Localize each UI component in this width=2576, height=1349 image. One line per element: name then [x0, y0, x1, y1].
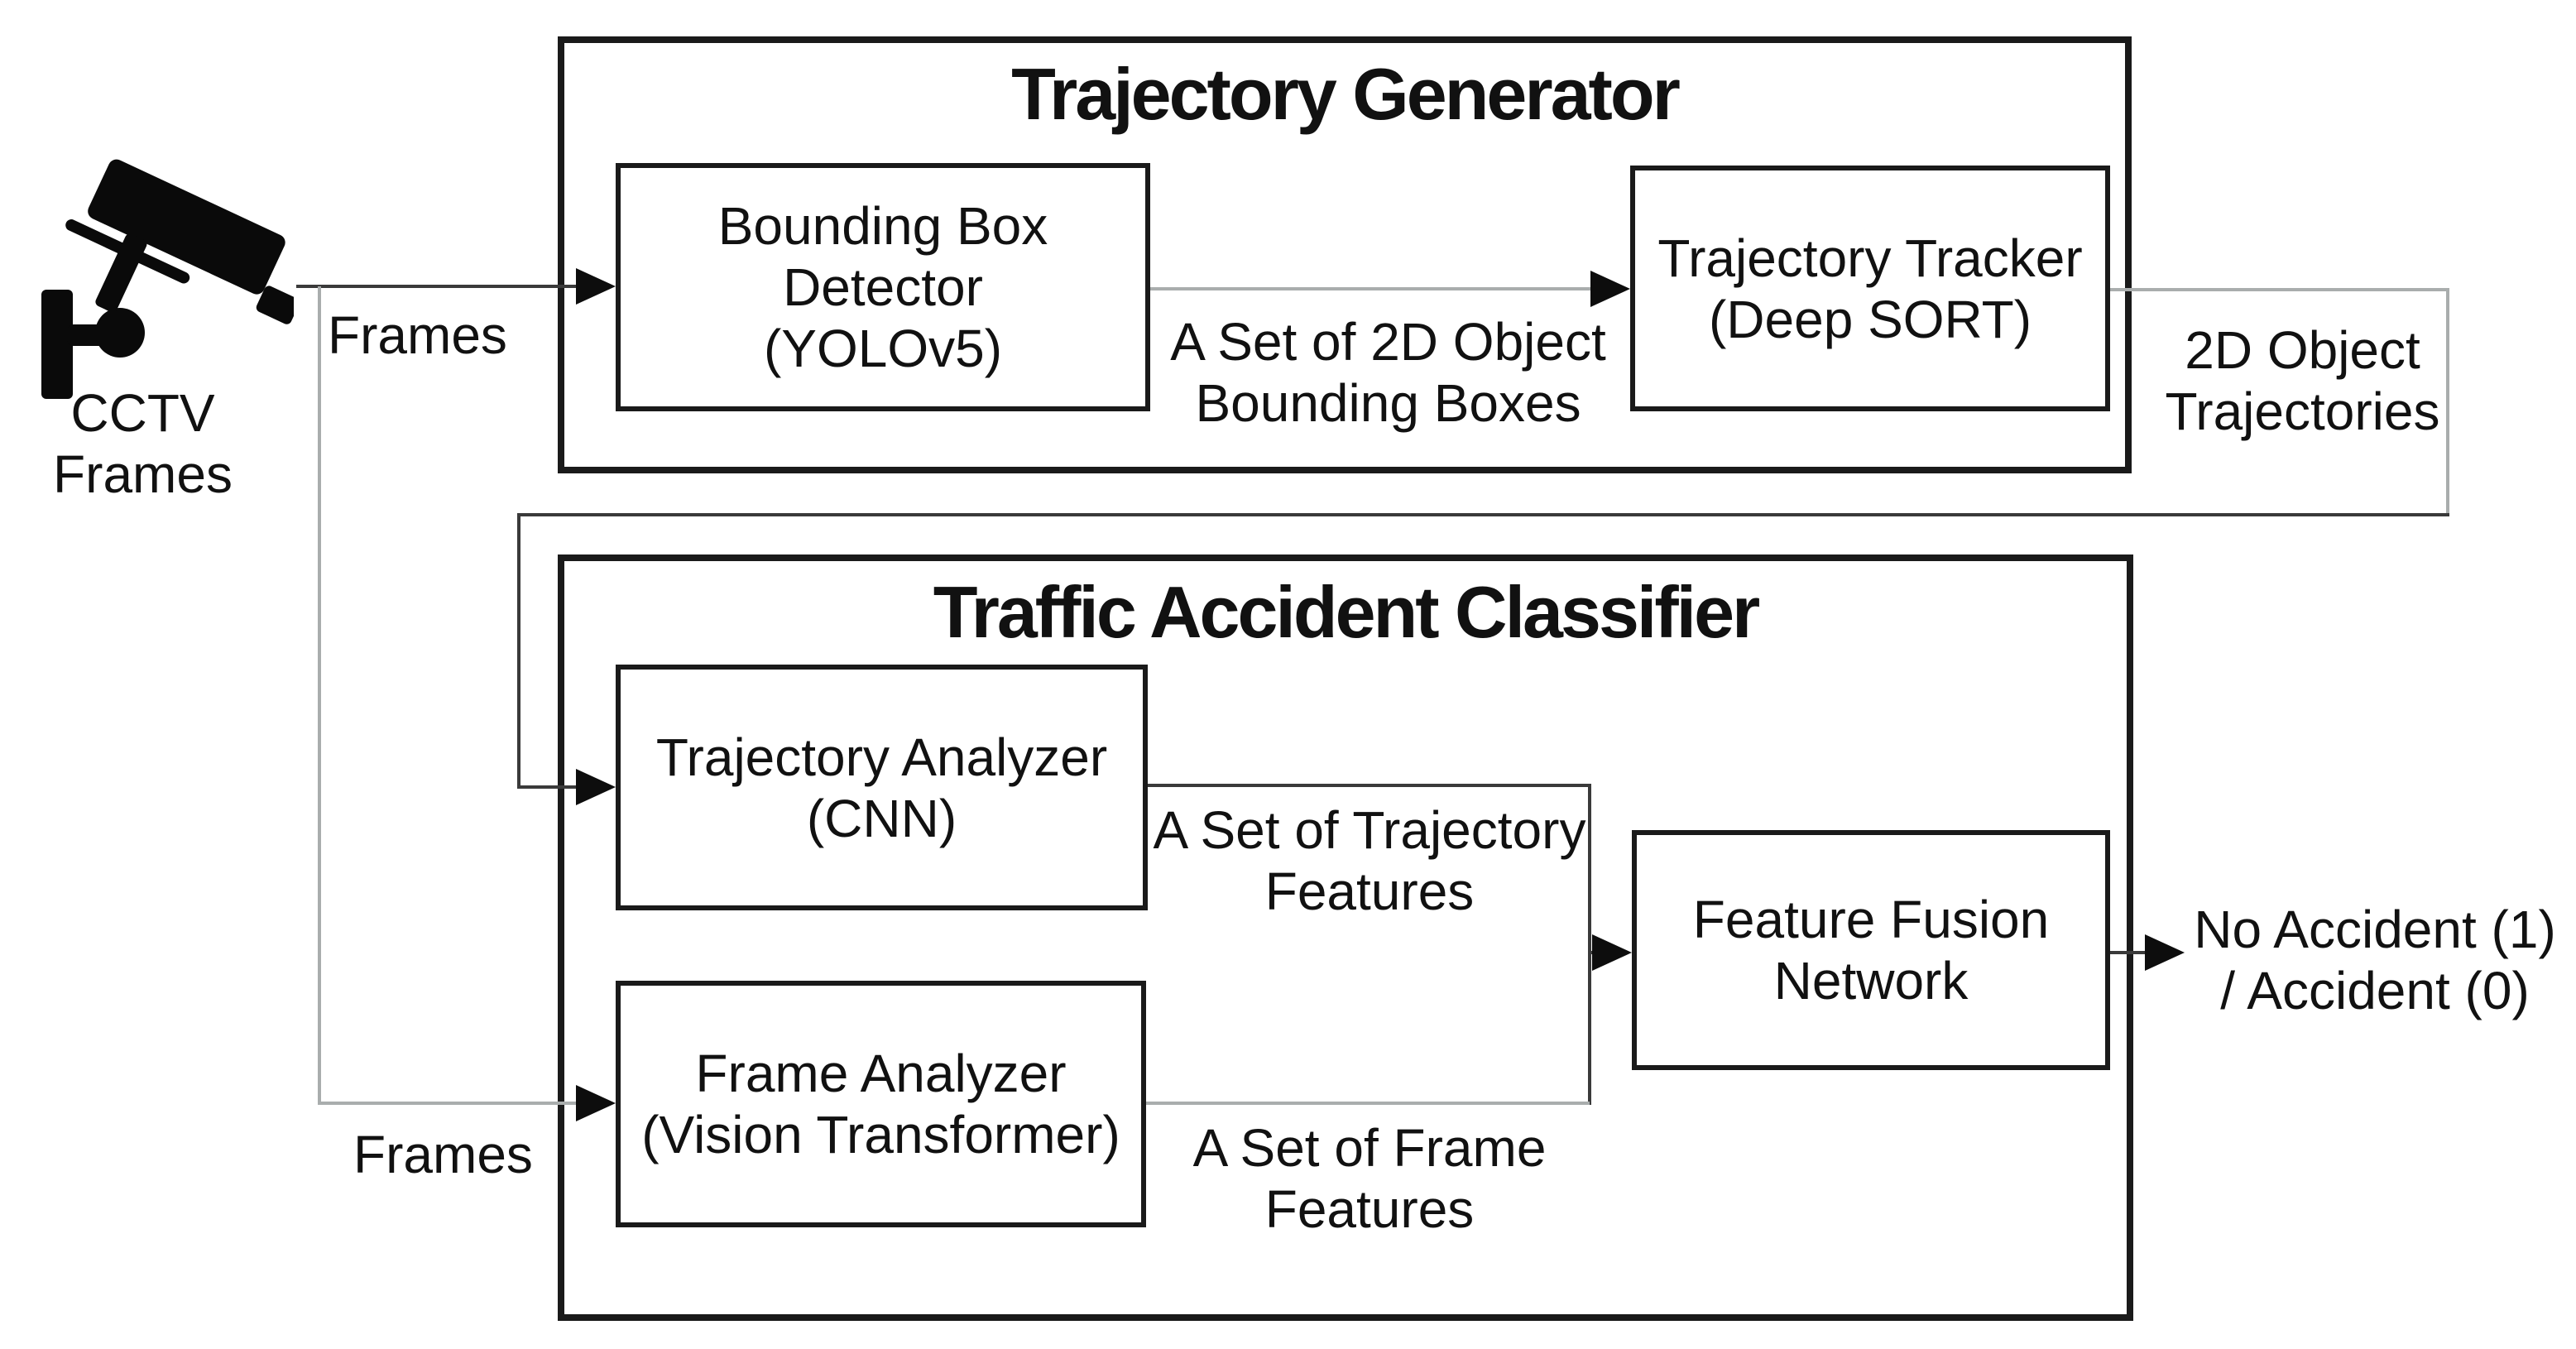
- trajectory-features-label: A Set of Trajectory Features: [1150, 799, 1589, 922]
- feature-fusion-network-label-1: Feature Fusion: [1692, 890, 2050, 949]
- edge-frame-features-h: [1146, 1102, 1590, 1105]
- arrowhead-into-detector: [576, 268, 616, 305]
- trajectory-analyzer-label-1: Trajectory Analyzer: [655, 727, 1108, 787]
- arrowhead-into-tracker: [1590, 271, 1630, 307]
- edge-fusion-output: [2110, 951, 2150, 954]
- trajectory-analyzer-box: Trajectory Analyzer (CNN): [616, 665, 1148, 910]
- bounding-boxes-label: A Set of 2D Object Bounding Boxes: [1146, 311, 1630, 434]
- bounding-boxes-label-line2: Bounding Boxes: [1195, 373, 1581, 433]
- bounding-box-detector-label-2: Detector: [783, 257, 983, 317]
- trajectory-tracker-box: Trajectory Tracker (Deep SORT): [1630, 166, 2110, 411]
- bounding-box-detector-label-1: Bounding Box: [717, 196, 1048, 256]
- frame-analyzer-label-1: Frame Analyzer: [695, 1044, 1067, 1103]
- trajectories-label-line1: 2D Object: [2185, 320, 2420, 380]
- edge-tracker-out-h: [2110, 288, 2449, 291]
- edge-frames-vertical: [318, 286, 321, 1104]
- traffic-accident-classifier-title: Traffic Accident Classifier: [933, 571, 1761, 653]
- cctv-frames-label-line1: CCTV: [70, 383, 215, 443]
- output-label-line1: No Accident (1): [2194, 900, 2556, 959]
- frame-analyzer-label-2: (Vision Transformer): [641, 1105, 1120, 1164]
- trajectory-features-label-line2: Features: [1264, 862, 1475, 921]
- edge-frames-to-frame-analyzer: [318, 1102, 578, 1105]
- edge-detector-to-tracker: [1150, 287, 1592, 290]
- edge-merge-vertical: [1588, 784, 1591, 1105]
- edge-trajectories-across: [517, 513, 2449, 516]
- bounding-box-detector-label-3: (YOLOv5): [763, 319, 1003, 378]
- edge-tracker-out-v: [2446, 288, 2449, 516]
- feature-fusion-network-label-2: Network: [1773, 951, 1969, 1011]
- arrowhead-into-fusion: [1592, 934, 1632, 971]
- frame-analyzer-box: Frame Analyzer (Vision Transformer): [616, 981, 1146, 1227]
- trajectories-label-line2: Trajectories: [2165, 382, 2440, 441]
- output-label: No Accident (1) / Accident (0): [2176, 899, 2574, 1021]
- cctv-frames-label: CCTV Frames: [25, 382, 261, 505]
- cctv-frames-label-line2: Frames: [53, 444, 233, 504]
- edge-camera-to-detector: [296, 285, 578, 288]
- arrowhead-into-trajectory-analyzer: [576, 769, 616, 805]
- frame-features-label-line1: A Set of Frame: [1192, 1118, 1547, 1178]
- feature-fusion-network-box: Feature Fusion Network: [1632, 830, 2110, 1070]
- bounding-boxes-label-line1: A Set of 2D Object: [1170, 312, 1606, 372]
- edge-trajectories-into-analyzer: [517, 785, 578, 789]
- arrowhead-into-frame-analyzer: [576, 1085, 616, 1121]
- cctv-camera-icon: [41, 159, 294, 399]
- frames-bottom-label: Frames: [353, 1125, 533, 1184]
- bounding-box-detector-box: Bounding Box Detector (YOLOv5): [616, 163, 1150, 411]
- trajectory-tracker-label-2: (Deep SORT): [1708, 289, 2032, 349]
- frame-features-label-line2: Features: [1264, 1179, 1475, 1239]
- arrowhead-output: [2145, 934, 2185, 971]
- edge-trajectories-down: [517, 513, 520, 789]
- output-label-line2: / Accident (0): [2220, 961, 2530, 1020]
- trajectory-analyzer-label-2: (CNN): [806, 788, 957, 848]
- trajectory-tracker-label-1: Trajectory Tracker: [1657, 228, 2083, 288]
- trajectory-generator-title: Trajectory Generator: [1011, 53, 1681, 135]
- frame-features-label: A Set of Frame Features: [1150, 1117, 1589, 1240]
- frames-top-label: Frames: [328, 305, 507, 365]
- edge-trajectory-features-h: [1148, 784, 1591, 787]
- trajectory-features-label-line1: A Set of Trajectory: [1153, 800, 1586, 860]
- trajectories-label: 2D Object Trajectories: [2143, 319, 2462, 442]
